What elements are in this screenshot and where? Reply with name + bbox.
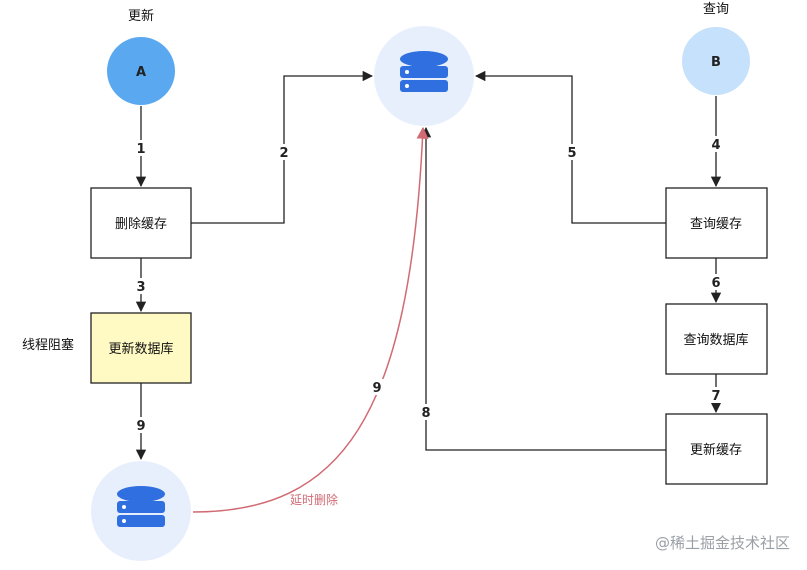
step-8-label: 8 (421, 406, 430, 421)
step-9b-label: 9 (372, 381, 381, 396)
database-icon (400, 51, 448, 92)
step-4-label: 4 (711, 138, 720, 153)
step-7-label: 7 (711, 389, 720, 404)
delete-cache-label: 删除缓存 (115, 217, 167, 232)
bottom-database-node (91, 461, 191, 561)
database-icon (117, 486, 165, 527)
actor-b-title: 查询 (703, 2, 729, 17)
step-5-label: 5 (567, 146, 576, 161)
query-db-label: 查询数据库 (683, 332, 748, 348)
query-cache-label: 查询缓存 (690, 217, 742, 232)
actor-b-circle (682, 27, 750, 95)
delayed-delete-label: 延时删除 (290, 492, 338, 507)
step-3-label: 3 (136, 280, 145, 295)
actor-a-label: A (136, 65, 146, 80)
watermark: @稀土掘金技术社区 (655, 534, 790, 552)
update-db-label: 更新数据库 (108, 341, 173, 357)
actor-a-title: 更新 (128, 8, 154, 24)
update-cache-box (665, 413, 768, 485)
thread-blocked-note: 线程阻塞 (22, 337, 74, 353)
cache-database-node (374, 26, 474, 126)
step-9a-label: 9 (136, 419, 145, 434)
actor-a-circle (107, 37, 175, 105)
update-cache-label: 更新缓存 (690, 442, 742, 458)
actor-b-label: B (711, 55, 721, 70)
arrow-step-8 (420, 126, 666, 451)
step-6-label: 6 (711, 276, 720, 291)
step-2-label: 2 (279, 146, 288, 161)
arrow-delayed-delete (192, 126, 429, 513)
step-1-label: 1 (136, 142, 145, 157)
